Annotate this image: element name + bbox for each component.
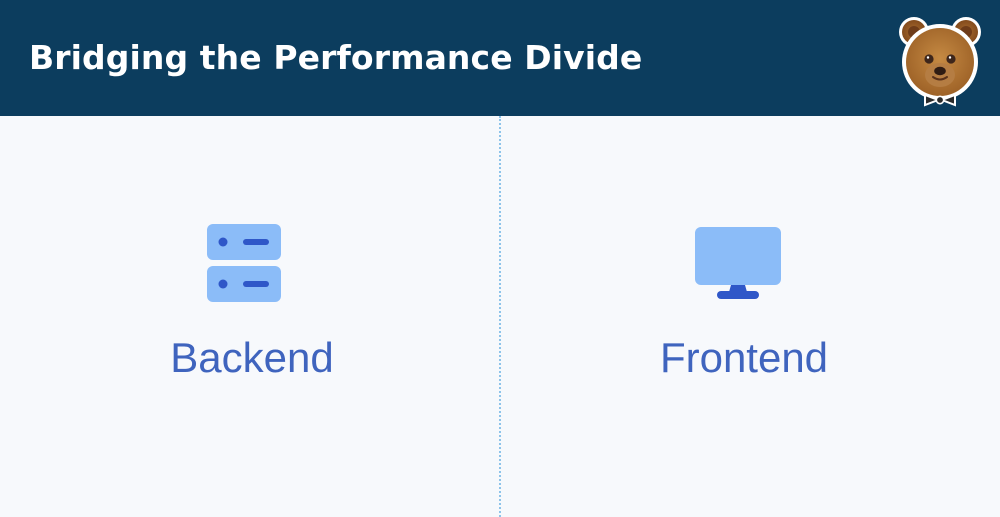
- frontend-panel: Frontend: [502, 116, 1000, 517]
- header-bar: Bridging the Performance Divide: [0, 0, 1000, 116]
- server-icon: [207, 224, 281, 302]
- page-title: Bridging the Performance Divide: [29, 38, 643, 77]
- monitor-icon: [695, 227, 781, 299]
- frontend-label: Frontend: [659, 334, 829, 381]
- bear-face-bowtie-icon: [899, 17, 981, 107]
- center-divider: [499, 116, 501, 517]
- backend-panel: Backend: [0, 116, 498, 517]
- backend-label: Backend: [170, 334, 334, 381]
